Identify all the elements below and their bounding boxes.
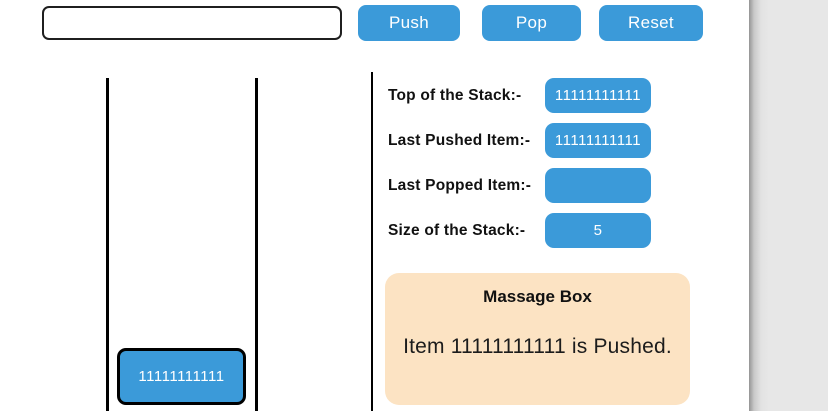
top-of-stack-label: Top of the Stack:- xyxy=(388,86,522,104)
last-pushed-value: 11111111111 xyxy=(545,123,651,158)
stack-info-panel: Top of the Stack:- 11111111111 Last Push… xyxy=(388,78,651,258)
info-row-last-pushed: Last Pushed Item:- 11111111111 xyxy=(388,123,651,158)
info-row-stack-size: Size of the Stack:- 5 xyxy=(388,213,651,248)
vertical-divider xyxy=(371,72,373,411)
stack-item: 11111111111 xyxy=(117,348,246,405)
message-box-text: Item 11111111111 is Pushed. xyxy=(403,335,672,358)
stack-value-input[interactable] xyxy=(42,6,342,40)
window-right-gutter xyxy=(749,0,828,411)
info-row-top-of-stack: Top of the Stack:- 11111111111 xyxy=(388,78,651,113)
pop-button[interactable]: Pop xyxy=(482,5,581,41)
stack-container xyxy=(106,78,258,411)
push-button[interactable]: Push xyxy=(358,5,460,41)
last-popped-value xyxy=(545,168,651,203)
stack-size-label: Size of the Stack:- xyxy=(388,221,526,239)
top-of-stack-value: 11111111111 xyxy=(545,78,651,113)
message-box-title: Massage Box xyxy=(483,287,592,306)
last-pushed-label: Last Pushed Item:- xyxy=(388,131,531,149)
reset-button[interactable]: Reset xyxy=(599,5,703,41)
info-row-last-popped: Last Popped Item:- xyxy=(388,168,651,203)
message-box: Massage Box Item 11111111111 is Pushed. xyxy=(385,273,690,405)
stack-size-value: 5 xyxy=(545,213,651,248)
last-popped-label: Last Popped Item:- xyxy=(388,176,532,194)
